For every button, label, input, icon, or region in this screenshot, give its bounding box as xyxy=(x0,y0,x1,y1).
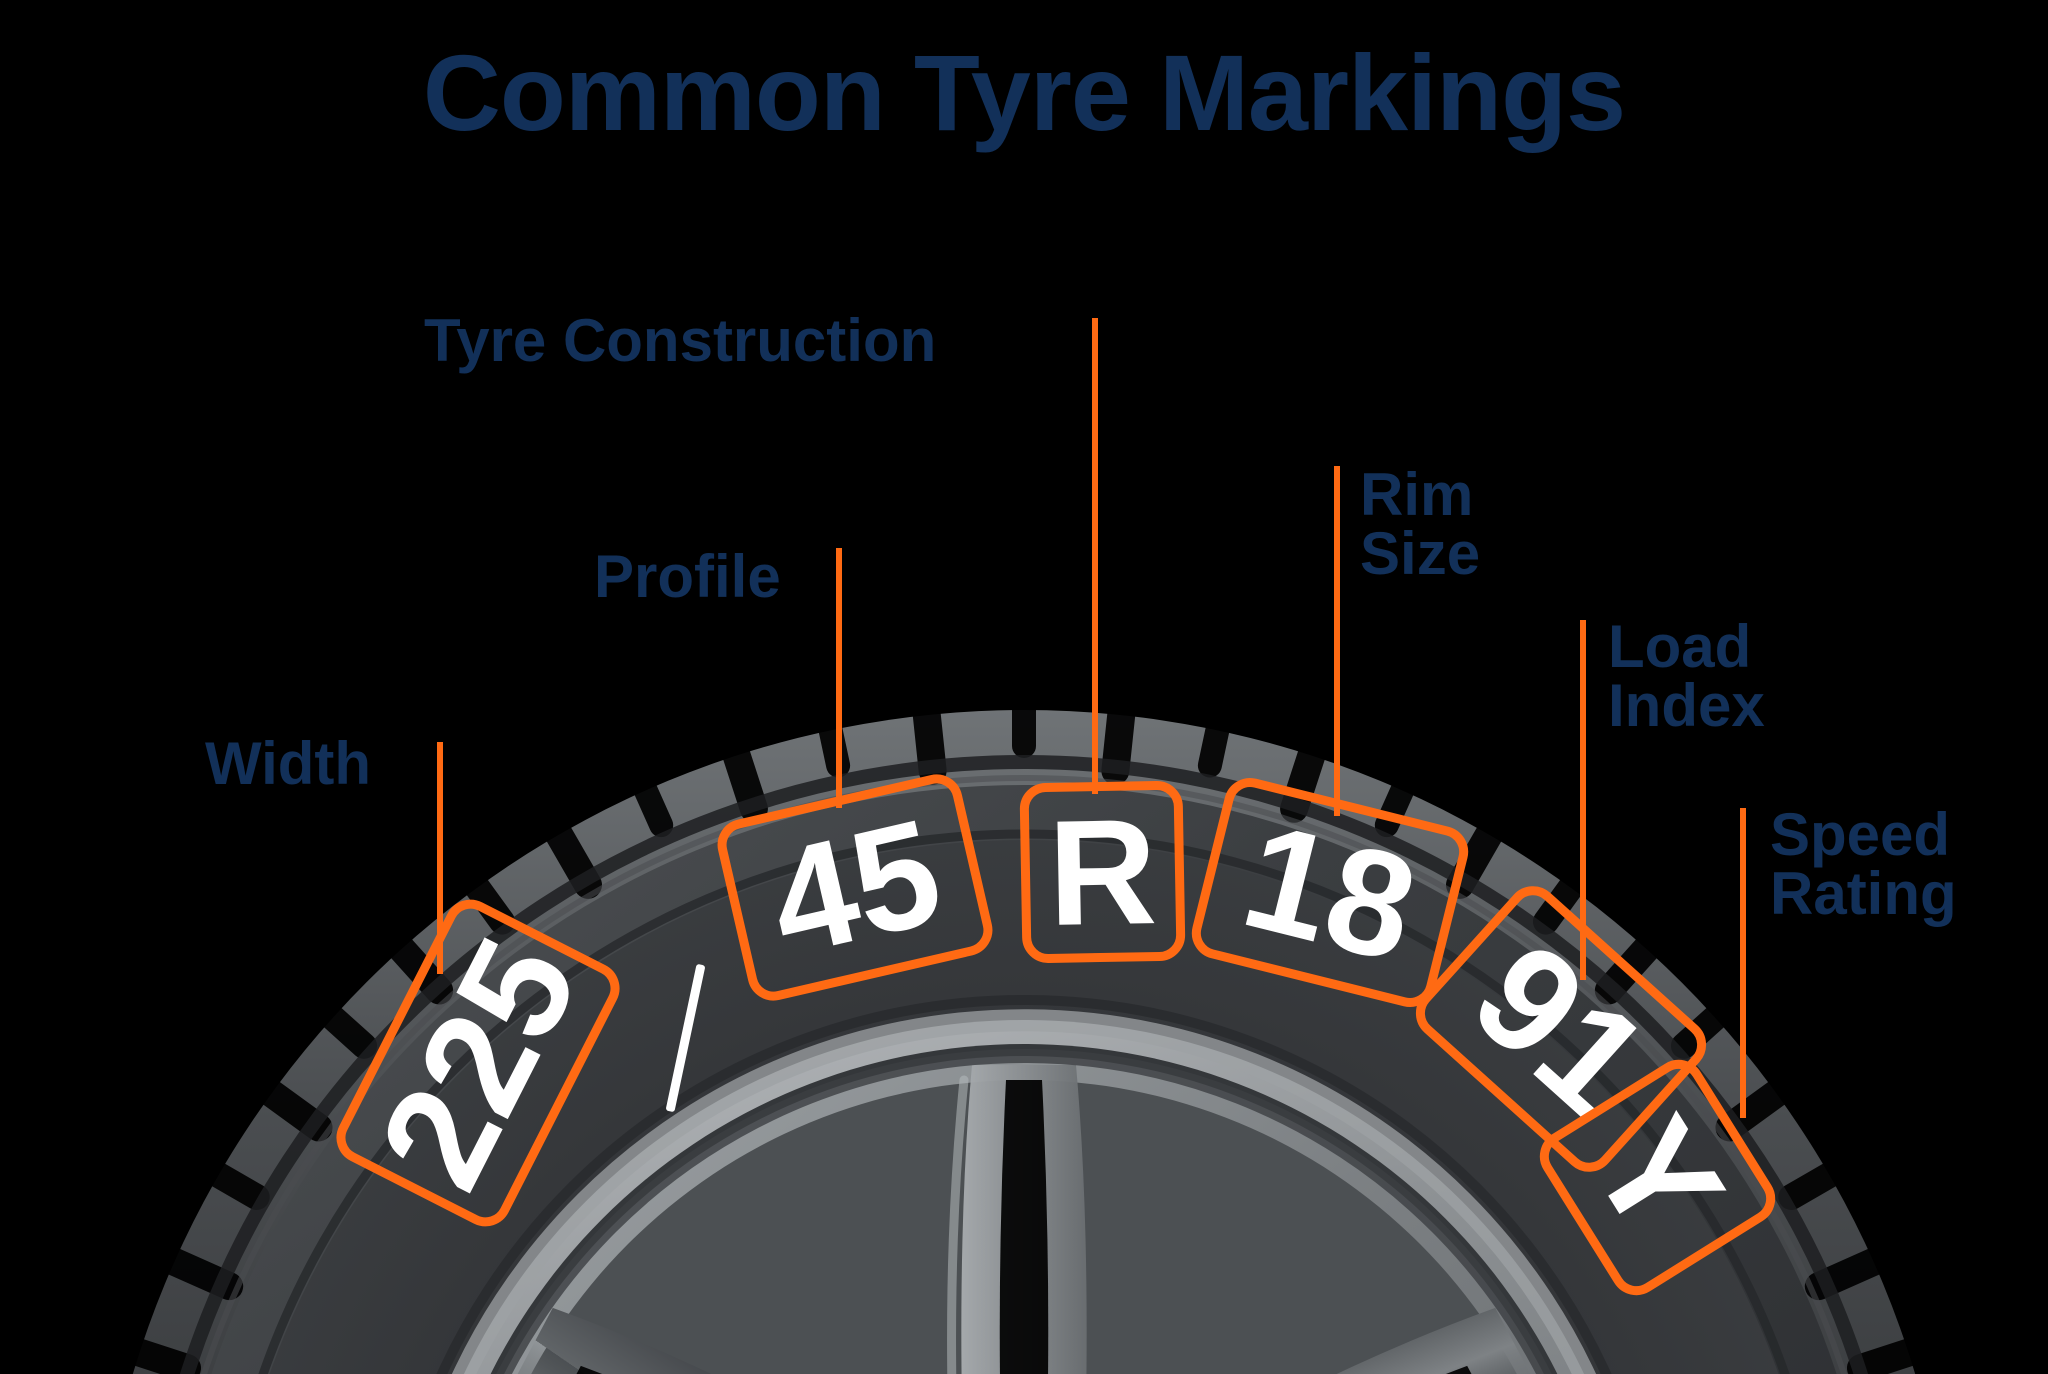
callout-label-speed-rating: Speed Rating xyxy=(1770,801,1957,927)
leader-line-speed-rating xyxy=(1740,808,1746,1118)
callout-label-width: Width xyxy=(205,730,372,797)
callout-label-tyre-construction: Tyre Construction xyxy=(424,307,937,374)
callout-label-profile: Profile xyxy=(594,543,781,610)
leader-line-load-index xyxy=(1580,620,1586,980)
callout-label-load-index: Load Index xyxy=(1608,613,1765,739)
wheel-spokes xyxy=(485,1065,1563,1374)
leader-line-width xyxy=(437,742,443,974)
leader-line-tyre-construction xyxy=(1092,318,1098,794)
leader-line-profile xyxy=(836,548,842,808)
page-title: Common Tyre Markings xyxy=(422,32,1626,153)
leader-line-rim-size xyxy=(1334,466,1340,816)
callout-label-rim-size: Rim Size xyxy=(1360,461,1481,587)
marking-chip-construction[interactable]: R xyxy=(1019,780,1186,964)
